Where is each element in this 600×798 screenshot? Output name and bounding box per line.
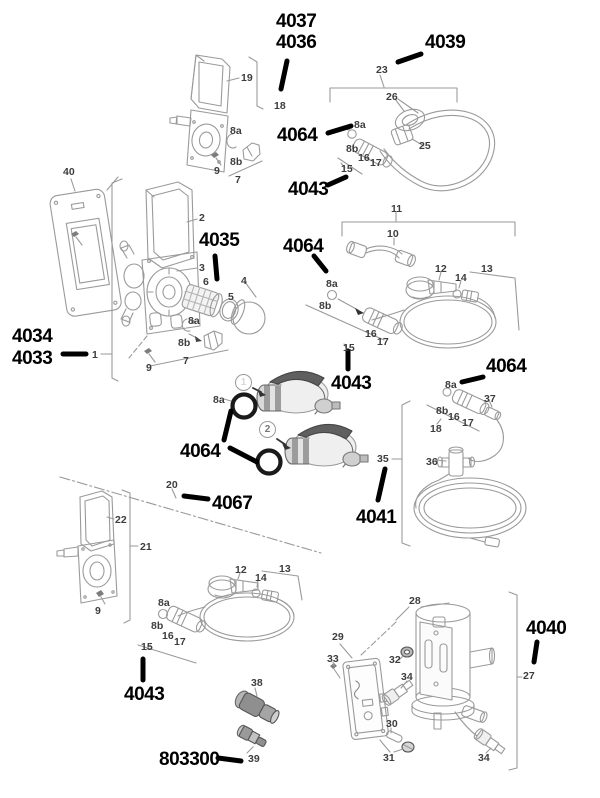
fitting-34-icon — [381, 679, 414, 706]
o-ring-5-icon — [219, 298, 239, 322]
clip-8a-icon — [181, 318, 191, 332]
o-ring-8a-icon — [347, 129, 357, 139]
fitting-34-icon — [473, 728, 506, 755]
bracket-plate-29-icon — [342, 657, 389, 740]
connector-16-17-icon — [451, 389, 490, 416]
o-ring-8a-icon — [326, 289, 338, 301]
cap-4-icon — [232, 301, 266, 335]
hose-assembly-11 — [305, 211, 520, 350]
connector-16-17-icon — [352, 138, 393, 168]
tank-28-icon — [411, 603, 496, 730]
trim-unit-21 — [56, 476, 322, 624]
pointer-4043-top — [325, 174, 349, 188]
trim-unit-19 — [169, 54, 264, 177]
pointer-4040 — [531, 639, 540, 665]
wall-plate-40 — [49, 176, 122, 317]
nipple-39-icon — [236, 724, 267, 747]
handle-12-icon — [405, 276, 457, 300]
pump-assembly-27 — [330, 591, 523, 771]
valve-body-3-icon — [123, 263, 145, 289]
pointer-4039 — [395, 51, 424, 65]
o-ring-8a-bold-icon — [255, 448, 283, 476]
hose-coil-icon — [399, 295, 497, 349]
pointer-4064-center-2 — [227, 445, 260, 465]
fitting-37-icon — [484, 406, 502, 421]
knob-7-icon — [203, 330, 223, 351]
union-10-icon — [346, 237, 416, 268]
pointer-4041 — [375, 466, 388, 503]
valve-unit-1 — [100, 178, 266, 382]
pointer-803300 — [215, 755, 244, 764]
o-ring-8a-icon — [442, 387, 452, 397]
hose-assembly-bottom — [137, 570, 303, 664]
screw-9-icon — [71, 231, 83, 246]
hose-assembly-35 — [391, 387, 527, 548]
connector-16-17-icon — [362, 307, 403, 335]
check-valves — [223, 370, 369, 476]
pointer-4064-top — [325, 123, 354, 136]
cartridge-6-icon — [181, 284, 223, 318]
connector-38-icon — [234, 690, 280, 724]
handle-12-icon — [207, 575, 259, 599]
hose-assembly-23 — [329, 74, 496, 192]
nut-25-icon — [390, 124, 414, 146]
pointer-4037-4036 — [278, 58, 290, 92]
o-ring-8a-icon — [157, 608, 169, 620]
connector-16-17-icon — [165, 605, 206, 633]
clip-8a-icon — [226, 133, 237, 149]
o-ring-8a-bold-icon — [230, 392, 258, 420]
check-valve-2-icon — [284, 423, 369, 468]
t-valve-36-icon — [431, 446, 476, 484]
pointer-4064-right — [459, 374, 486, 385]
pointer-lines — [60, 51, 540, 764]
screw-33-icon — [330, 661, 341, 679]
hose-coil-icon — [199, 592, 295, 642]
check-valve-1-icon — [256, 370, 341, 415]
pointer-4064-center-1 — [221, 408, 234, 443]
flange-26-icon — [394, 108, 426, 132]
pointer-4067 — [181, 493, 211, 502]
o-ring-14-icon — [452, 289, 462, 299]
hose-coil-icon — [413, 477, 527, 539]
pin-30-icon — [385, 730, 403, 743]
quick-connect-38-39 — [234, 687, 280, 754]
pointer-4035 — [212, 253, 220, 282]
pointer-4064-mid — [311, 253, 329, 274]
knob-7-icon — [242, 142, 261, 162]
